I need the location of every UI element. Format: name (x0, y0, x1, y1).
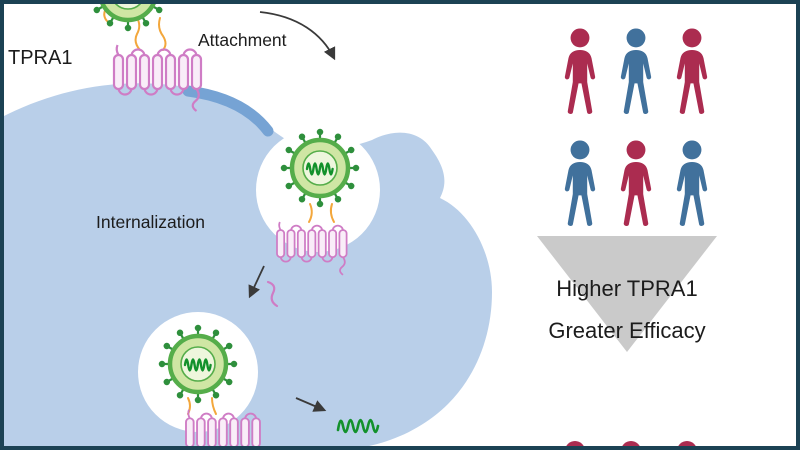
patient-cohort (564, 28, 708, 226)
attachment-label: Attachment (198, 30, 287, 50)
person-icon (620, 28, 652, 114)
person-icon (564, 140, 596, 226)
virus-extracellular (92, 0, 164, 28)
person-icon (620, 140, 652, 226)
person-icon (676, 140, 708, 226)
released-rna-squiggle (336, 418, 380, 434)
tether-strands-pit (308, 203, 335, 223)
attachment-arrow (259, 11, 336, 61)
internalization-arrow (248, 265, 265, 299)
higher-tpra1-label: Higher TPRA1 (556, 276, 697, 301)
greater-efficacy-label: Greater Efficacy (548, 318, 705, 343)
person-icon (564, 28, 596, 114)
funnel-triangle (537, 236, 717, 352)
internalization-label: Internalization (96, 212, 205, 232)
tpra1-label: TPRA1 (8, 47, 72, 69)
person-icon (676, 28, 708, 114)
receptor-free-tail (266, 280, 279, 308)
release-arrow (295, 397, 327, 412)
